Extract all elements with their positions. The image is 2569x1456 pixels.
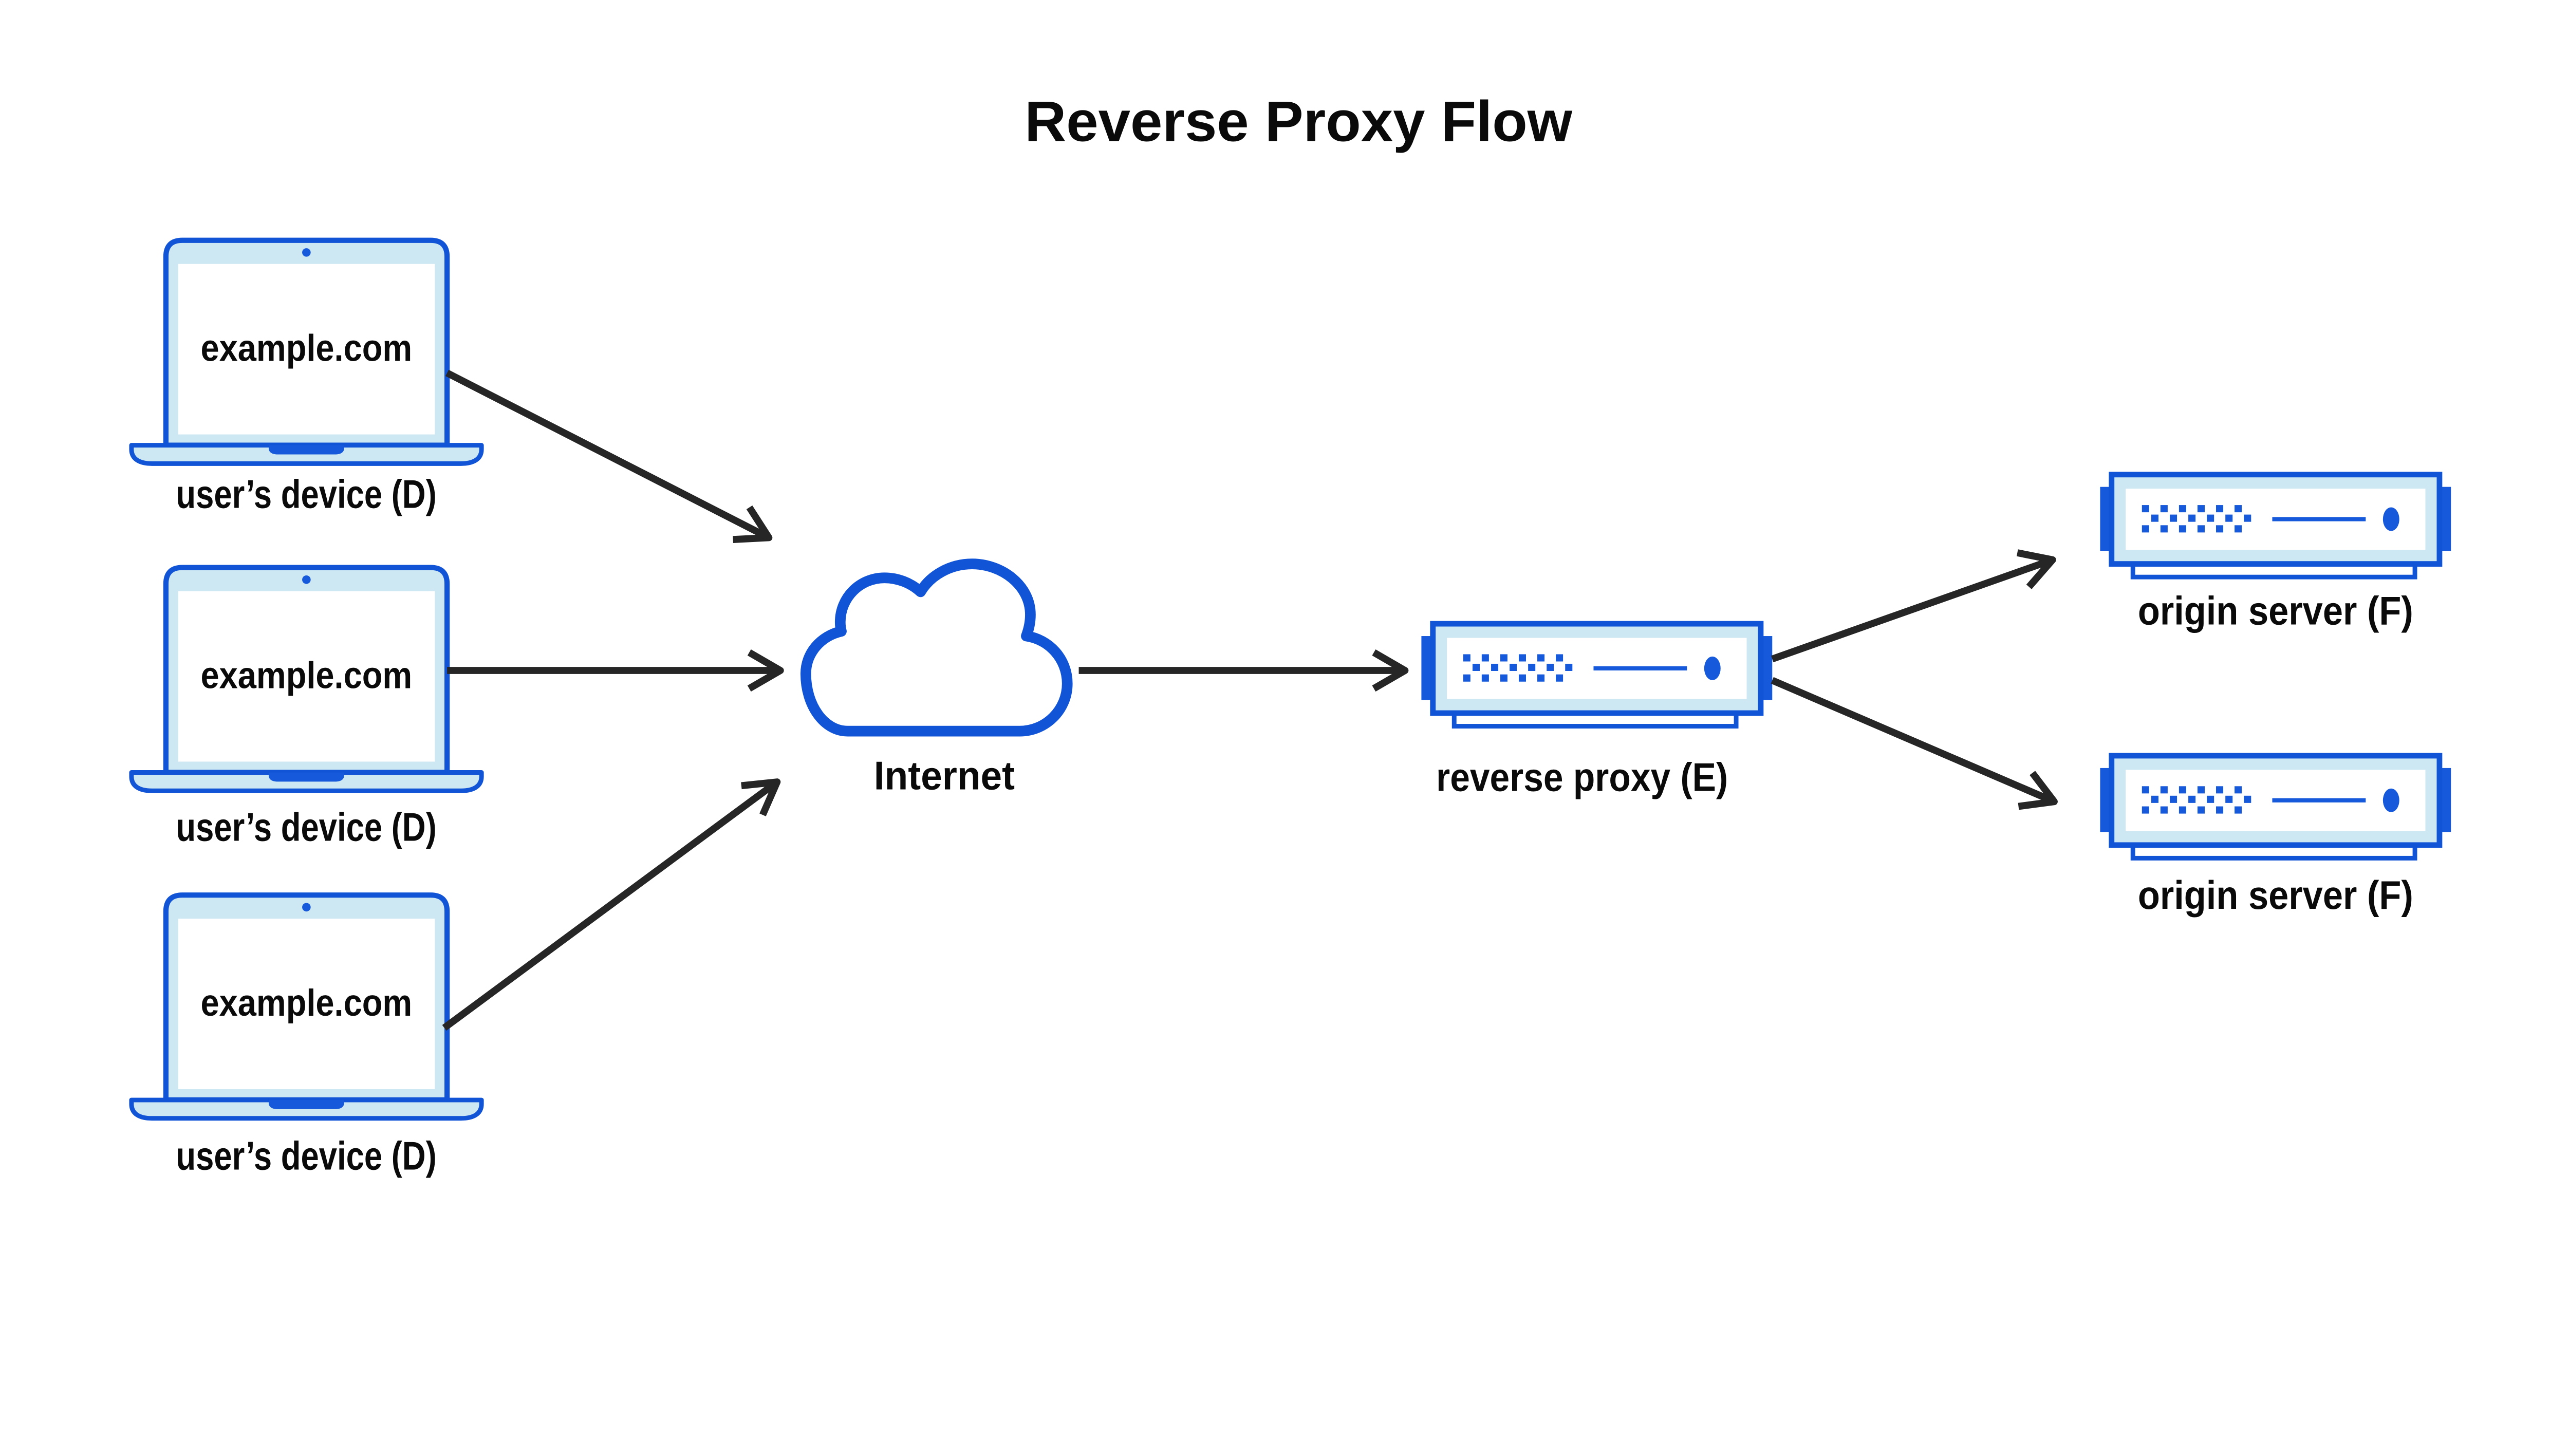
- device-screen-text: example.com: [201, 982, 413, 1024]
- arrow-head-icon: [1372, 649, 1409, 692]
- device-label: user’s device (D): [176, 804, 436, 849]
- arrow-line: [442, 779, 779, 1031]
- arrow-head-icon: [733, 505, 773, 543]
- device-label: user’s device (D): [176, 472, 436, 517]
- user-device-2: example.com user’s device (D): [132, 568, 481, 849]
- server-icon: [2100, 756, 2451, 858]
- device-screen-text: example.com: [201, 655, 413, 697]
- origin-server-2: origin server (F): [2100, 756, 2451, 918]
- origin-server-label: origin server (F): [2138, 872, 2413, 918]
- internet-label: Internet: [874, 753, 1015, 798]
- arrow-line: [1771, 556, 2054, 663]
- server-icon: [1421, 624, 1772, 726]
- arrow-head-icon: [747, 649, 784, 692]
- reverse-proxy-flow-diagram: Reverse Proxy Flow example.com user’s de…: [128, 89, 2454, 1179]
- arrow-head-icon: [2018, 771, 2058, 810]
- device-label: user’s device (D): [176, 1133, 436, 1179]
- origin-server-label: origin server (F): [2138, 588, 2413, 633]
- page-title: Reverse Proxy Flow: [1025, 89, 1573, 154]
- origin-server-1: origin server (F): [2100, 475, 2451, 633]
- internet-node: Internet: [800, 558, 1073, 798]
- arrow-proxy-to-origin1: [1771, 549, 2056, 663]
- arrow-line: [445, 369, 771, 541]
- arrow-device1-to-internet: [445, 369, 773, 543]
- reverse-proxy-label: reverse proxy (E): [1436, 754, 1728, 799]
- arrow-proxy-to-origin2: [1771, 677, 2058, 810]
- cloud-icon: [800, 558, 1073, 737]
- arrow-head-icon: [2016, 549, 2056, 589]
- arrow-device3-to-internet: [442, 778, 781, 1031]
- user-device-3: example.com user’s device (D): [132, 895, 481, 1179]
- arrow-internet-to-proxy: [1078, 649, 1409, 692]
- reverse-proxy-node: reverse proxy (E): [1421, 624, 1772, 799]
- arrow-head-icon: [741, 778, 781, 816]
- server-icon: [2100, 475, 2451, 577]
- arrow-line: [1771, 677, 2056, 805]
- arrow-device2-to-internet: [447, 649, 784, 692]
- device-screen-text: example.com: [201, 327, 413, 369]
- user-device-1: example.com user’s device (D): [132, 240, 481, 517]
